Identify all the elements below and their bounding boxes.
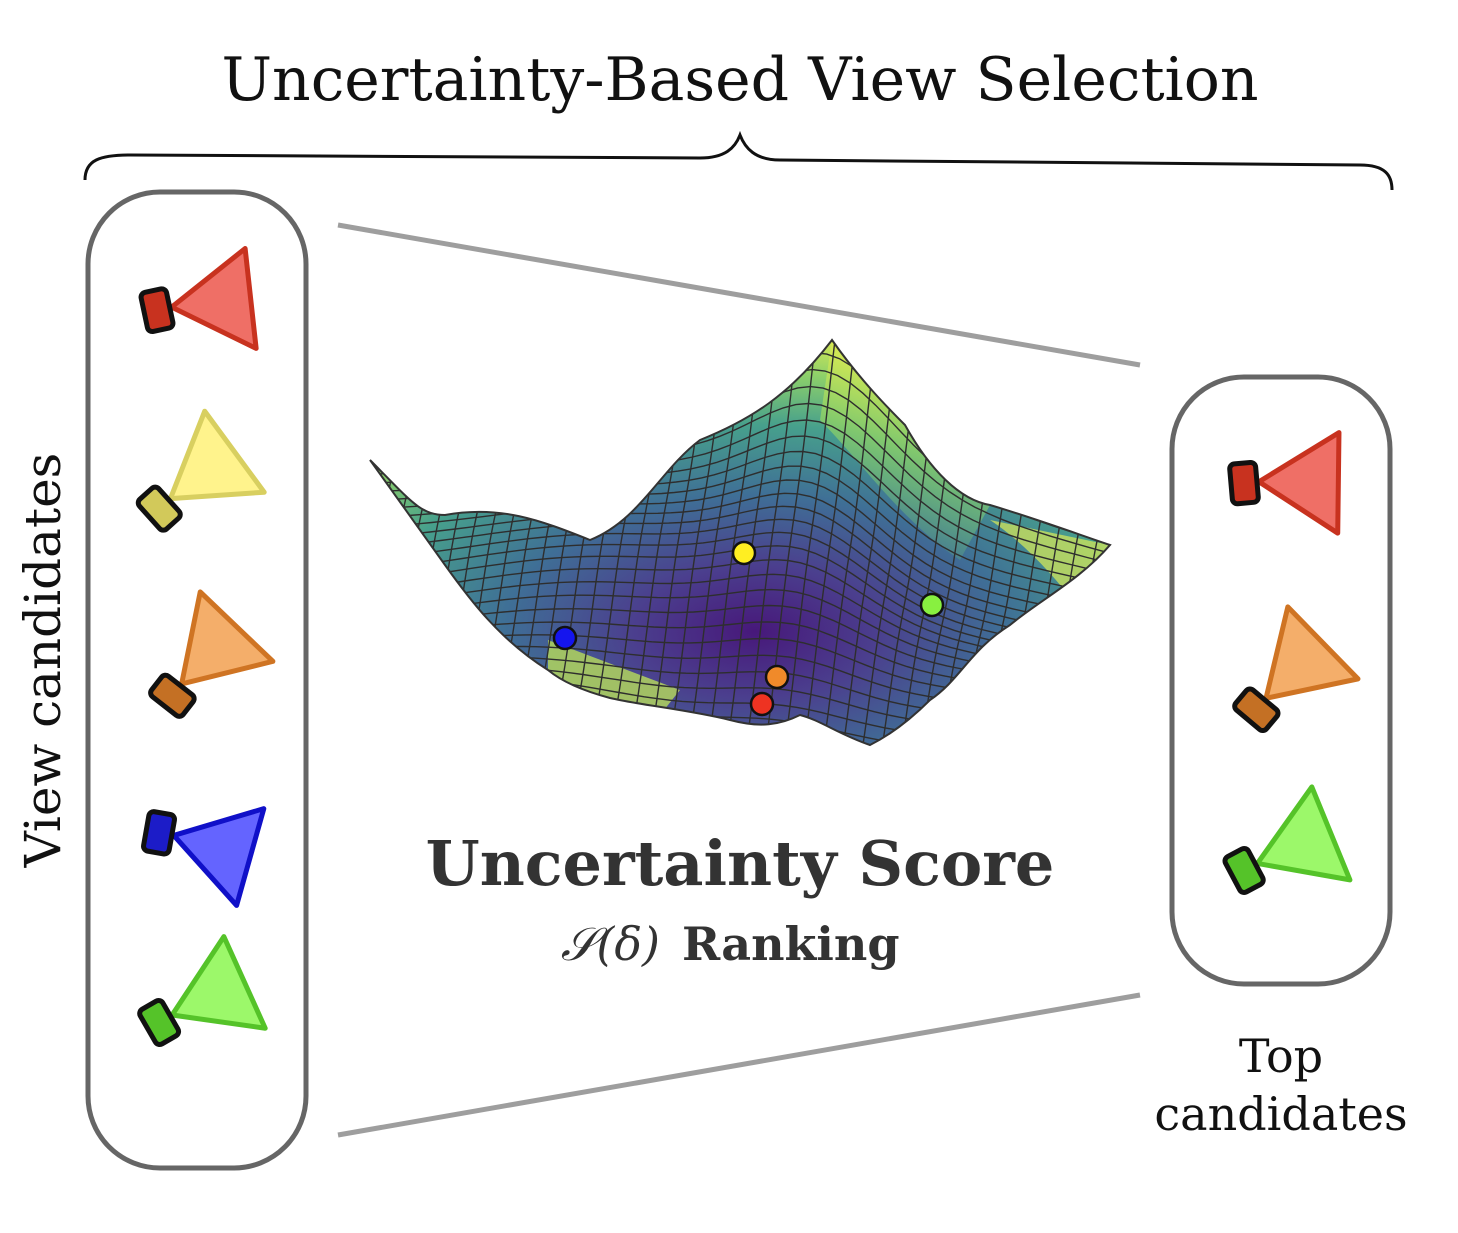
camera-frustum: [1256, 430, 1342, 536]
left-cameras: [135, 246, 276, 1047]
camera-icon: [148, 589, 276, 719]
connector-top: [337, 222, 1141, 368]
camera-body: [1227, 459, 1261, 507]
camera-frustum: [171, 806, 267, 908]
right-cameras: [1222, 430, 1361, 895]
camera-body: [138, 286, 176, 335]
connector-bottom: [337, 992, 1141, 1138]
camera-body: [1232, 686, 1281, 734]
diagram-title: Uncertainty-Based View Selection: [221, 45, 1258, 115]
view-candidates-panel: [85, 189, 309, 1171]
camera-frustum: [1263, 604, 1361, 701]
camera-body: [135, 484, 183, 533]
camera-body: [141, 809, 177, 857]
marker-blue: [552, 625, 578, 651]
top-candidates-panel: [1169, 374, 1393, 987]
camera-frustum: [167, 408, 267, 502]
camera-icon: [141, 806, 267, 908]
camera-frustum: [169, 246, 259, 351]
camera-frustum: [179, 589, 276, 687]
marker-orange: [764, 664, 790, 690]
marker-green: [919, 592, 945, 618]
score-markers: [552, 540, 945, 717]
uncertainty-score-title: Uncertainty Score: [426, 827, 1055, 900]
camera-body: [137, 998, 182, 1047]
top-candidates-label-line2: candidates: [1154, 1087, 1407, 1141]
camera-icon: [1232, 604, 1361, 734]
uncertainty-surface: [369, 339, 1111, 746]
camera-icon: [135, 408, 267, 533]
ranking-symbol: 𝒮(δ): [561, 917, 660, 971]
camera-body: [148, 672, 197, 719]
marker-yellow: [731, 540, 757, 566]
camera-body: [1222, 845, 1266, 895]
ranking-label: Ranking: [682, 917, 900, 971]
camera-icon: [138, 246, 259, 351]
camera-icon: [1222, 784, 1353, 895]
camera-icon: [1227, 430, 1342, 536]
camera-frustum: [1254, 784, 1353, 883]
marker-red: [749, 691, 775, 717]
view-candidates-label: View candidates: [14, 453, 72, 869]
curly-brace: [83, 130, 1394, 191]
camera-frustum: [169, 934, 268, 1031]
camera-icon: [137, 934, 268, 1047]
top-candidates-label-line1: Top: [1239, 1029, 1323, 1083]
